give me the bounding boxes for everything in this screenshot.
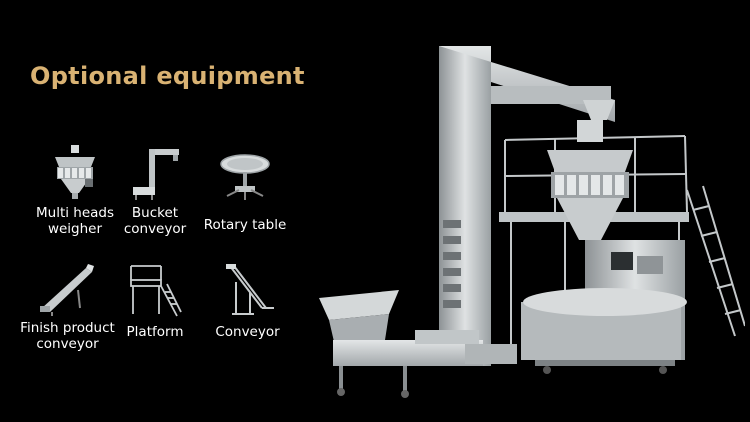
- equipment-platform: Platform: [115, 262, 195, 340]
- rotary-table-icon: [220, 154, 270, 200]
- bucket-conveyor-icon: [133, 149, 179, 200]
- platform-icon: [130, 265, 182, 317]
- equipment-conveyor: Conveyor: [205, 262, 290, 340]
- equipment-label: Conveyor: [215, 324, 280, 340]
- equipment-label: Rotary table: [203, 217, 287, 233]
- multihead-weigher-icon: [55, 145, 95, 199]
- equipment-label: Platform: [126, 324, 184, 340]
- equipment-rotary-table: Rotary table: [200, 150, 290, 233]
- page-title: Optional equipment: [30, 62, 305, 90]
- finish-conveyor-icon: [39, 264, 94, 316]
- conveyor-icon: [225, 264, 274, 315]
- packaging-machine-image: [319, 46, 745, 398]
